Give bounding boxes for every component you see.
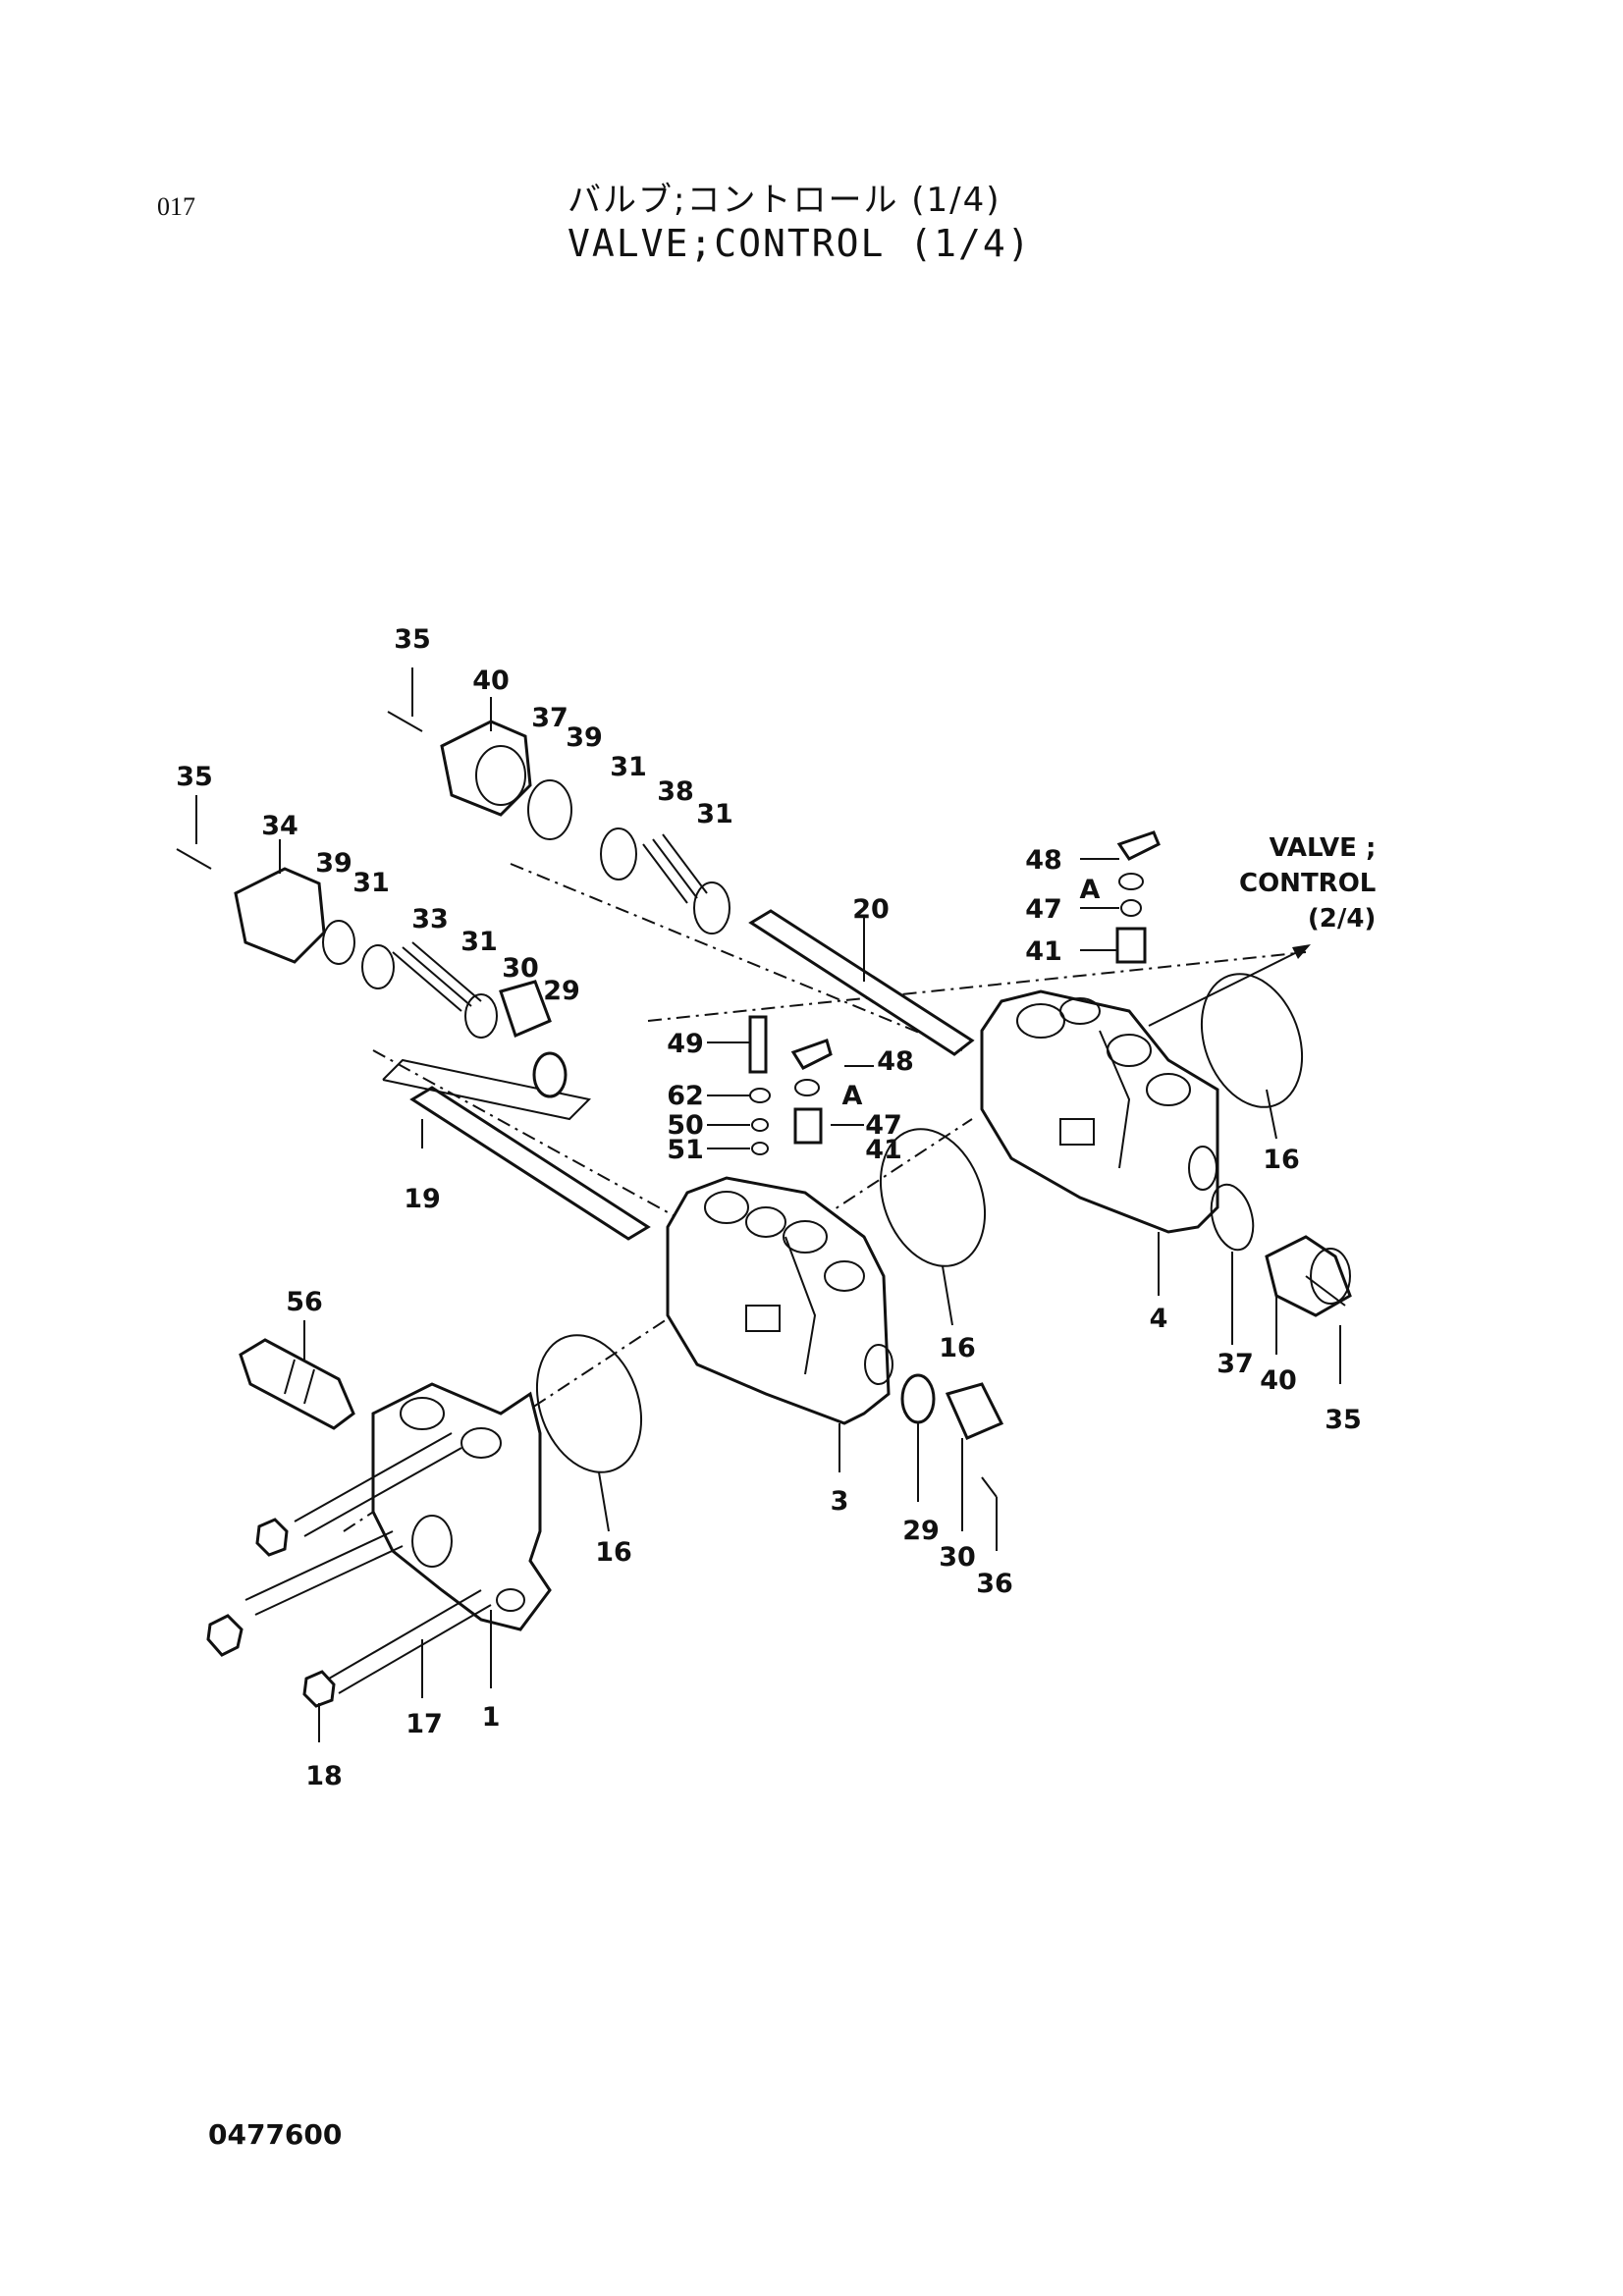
- callout-39-left: 39: [315, 848, 352, 879]
- callout-35-left: 35: [176, 762, 213, 792]
- callout-56: 56: [286, 1287, 323, 1317]
- callout-48-right: 48: [1025, 845, 1062, 876]
- callout-29-upper: 29: [543, 976, 580, 1006]
- callout-labels: 35 40 37 39 31 38 31 35 34 39 31 33 31 3…: [176, 624, 1362, 1791]
- valve-section-1: [206, 1382, 552, 1708]
- page-title-japanese: バルブ;コントロール (1/4): [568, 181, 1001, 220]
- callout-18: 18: [305, 1761, 343, 1791]
- leader-lines: [195, 667, 1341, 1742]
- callout-47-right: 47: [1025, 894, 1062, 925]
- callout-31-left-b: 31: [460, 927, 498, 957]
- page-title: VALVE;CONTROL (1/4): [568, 222, 1032, 265]
- callout-37-top: 37: [531, 703, 568, 733]
- callout-36: 36: [976, 1569, 1013, 1599]
- callout-49: 49: [667, 1029, 704, 1059]
- callout-a-middle: A: [842, 1081, 863, 1111]
- callout-35-top: 35: [394, 624, 431, 655]
- callout-3: 3: [831, 1486, 849, 1517]
- callout-30-upper: 30: [502, 953, 539, 984]
- relief-valve-56: [239, 1338, 355, 1430]
- callout-62: 62: [667, 1081, 704, 1111]
- callout-31-left-a: 31: [352, 868, 390, 898]
- callout-41-right: 41: [1025, 936, 1062, 967]
- callout-16-right: 16: [1263, 1145, 1300, 1175]
- callout-16-left: 16: [595, 1537, 632, 1568]
- callout-34: 34: [261, 811, 298, 841]
- callout-37-right: 37: [1217, 1349, 1254, 1379]
- callout-41-middle: 41: [865, 1135, 902, 1165]
- callout-16-middle: 16: [939, 1333, 976, 1363]
- document-code: 0477600: [208, 2118, 343, 2151]
- callout-4: 4: [1150, 1304, 1168, 1334]
- reference-arrow: [1148, 949, 1302, 1027]
- callout-29-lower: 29: [902, 1516, 940, 1546]
- callout-38: 38: [657, 776, 694, 807]
- spring-cap-assembly-upper: [387, 711, 730, 934]
- callout-35-right: 35: [1325, 1405, 1362, 1435]
- callout-a-right: A: [1080, 875, 1101, 905]
- spring-cap-assembly-lower: [176, 848, 568, 1098]
- callout-20: 20: [852, 894, 890, 925]
- callout-31-top-a: 31: [610, 752, 647, 782]
- callout-33: 33: [411, 904, 449, 934]
- page-number: 017: [157, 192, 195, 221]
- callout-48-middle: 48: [877, 1046, 914, 1077]
- reference-note: VALVE ; CONTROL (2/4): [1239, 833, 1377, 934]
- callout-47-middle: 47: [865, 1110, 902, 1141]
- spools: [382, 909, 975, 1241]
- callout-1: 1: [482, 1702, 501, 1733]
- callout-39-top: 39: [566, 722, 603, 753]
- valve-section-4: [980, 989, 1219, 1234]
- end-caps: [900, 1235, 1352, 1498]
- check-valve-parts: [748, 830, 1161, 1155]
- callout-19: 19: [404, 1184, 441, 1214]
- callout-30-lower: 30: [939, 1542, 976, 1573]
- callout-40-top: 40: [472, 666, 510, 696]
- valve-section-3: [666, 1176, 893, 1425]
- callout-40-right: 40: [1260, 1365, 1297, 1396]
- o-rings-16: [535, 973, 1304, 1473]
- callout-50: 50: [667, 1110, 704, 1141]
- callout-31-top-b: 31: [696, 799, 733, 829]
- reference-arrow-head: [1292, 944, 1311, 959]
- callout-17: 17: [406, 1709, 443, 1739]
- callout-51: 51: [667, 1135, 704, 1165]
